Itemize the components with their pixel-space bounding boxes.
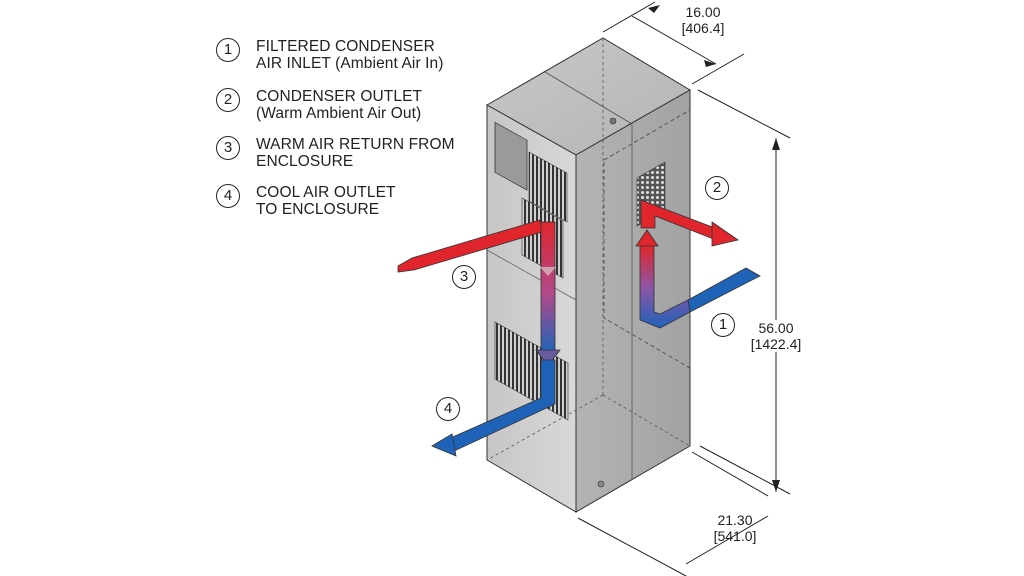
- legend-item-3: 3 WARM AIR RETURN FROM ENCLOSURE: [216, 136, 455, 170]
- condenser-outlet-arrow: [640, 199, 739, 247]
- cabinet-side: [575, 89, 691, 513]
- legend-line: WARM AIR RETURN FROM: [256, 136, 455, 153]
- callout-3: 3: [452, 265, 476, 289]
- cool-outlet-arrow: [431, 359, 556, 457]
- legend-number: 1: [216, 38, 240, 62]
- legend-number: 4: [216, 184, 240, 208]
- cabinet: [485, 37, 691, 513]
- legend-item-2: 2 CONDENSER OUTLET (Warm Ambient Air Out…: [216, 88, 422, 122]
- dimension-value: 21.30: [717, 512, 753, 528]
- callout-1: 1: [711, 313, 735, 337]
- legend-number: 3: [216, 136, 240, 160]
- legend-line: CONDENSER OUTLET: [256, 88, 423, 105]
- dimension-metric: [541.0]: [713, 528, 757, 544]
- dimension-metric: [1422.4]: [750, 336, 802, 352]
- legend-text: WARM AIR RETURN FROM ENCLOSURE: [256, 136, 455, 170]
- depth-dimension: 16.00 [406.4]: [668, 4, 738, 36]
- legend-text: CONDENSER OUTLET (Warm Ambient Air Out): [256, 88, 422, 122]
- legend-line: AIR INLET (Ambient Air In): [256, 55, 444, 72]
- height-dimension: 56.00 [1422.4]: [736, 320, 816, 352]
- warm-return-arrow: [397, 219, 561, 367]
- callout-2: 2: [705, 176, 729, 200]
- ambient-inlet-arrow: [635, 229, 761, 329]
- control-panel: [494, 121, 528, 191]
- legend-line: TO ENCLOSURE: [256, 201, 380, 218]
- legend-item-4: 4 COOL AIR OUTLET TO ENCLOSURE: [216, 184, 396, 218]
- legend-line: ENCLOSURE: [256, 153, 354, 170]
- width-dimension: 21.30 [541.0]: [700, 512, 770, 544]
- legend-number: 2: [216, 88, 240, 112]
- legend-text: COOL AIR OUTLET TO ENCLOSURE: [256, 184, 396, 218]
- legend-line: COOL AIR OUTLET: [256, 184, 396, 201]
- upper-grille: [528, 151, 568, 223]
- dimension-metric: [406.4]: [681, 20, 725, 36]
- legend-item-1: 1 FILTERED CONDENSER AIR INLET (Ambient …: [216, 38, 444, 72]
- legend-text: FILTERED CONDENSER AIR INLET (Ambient Ai…: [256, 38, 444, 72]
- callout-4: 4: [436, 397, 460, 421]
- legend-line: FILTERED CONDENSER: [256, 38, 435, 55]
- legend-line: (Warm Ambient Air Out): [256, 105, 422, 122]
- dimension-value: 16.00: [685, 4, 721, 20]
- downflow-arrow: [540, 221, 556, 353]
- dimension-value: 56.00: [758, 320, 794, 336]
